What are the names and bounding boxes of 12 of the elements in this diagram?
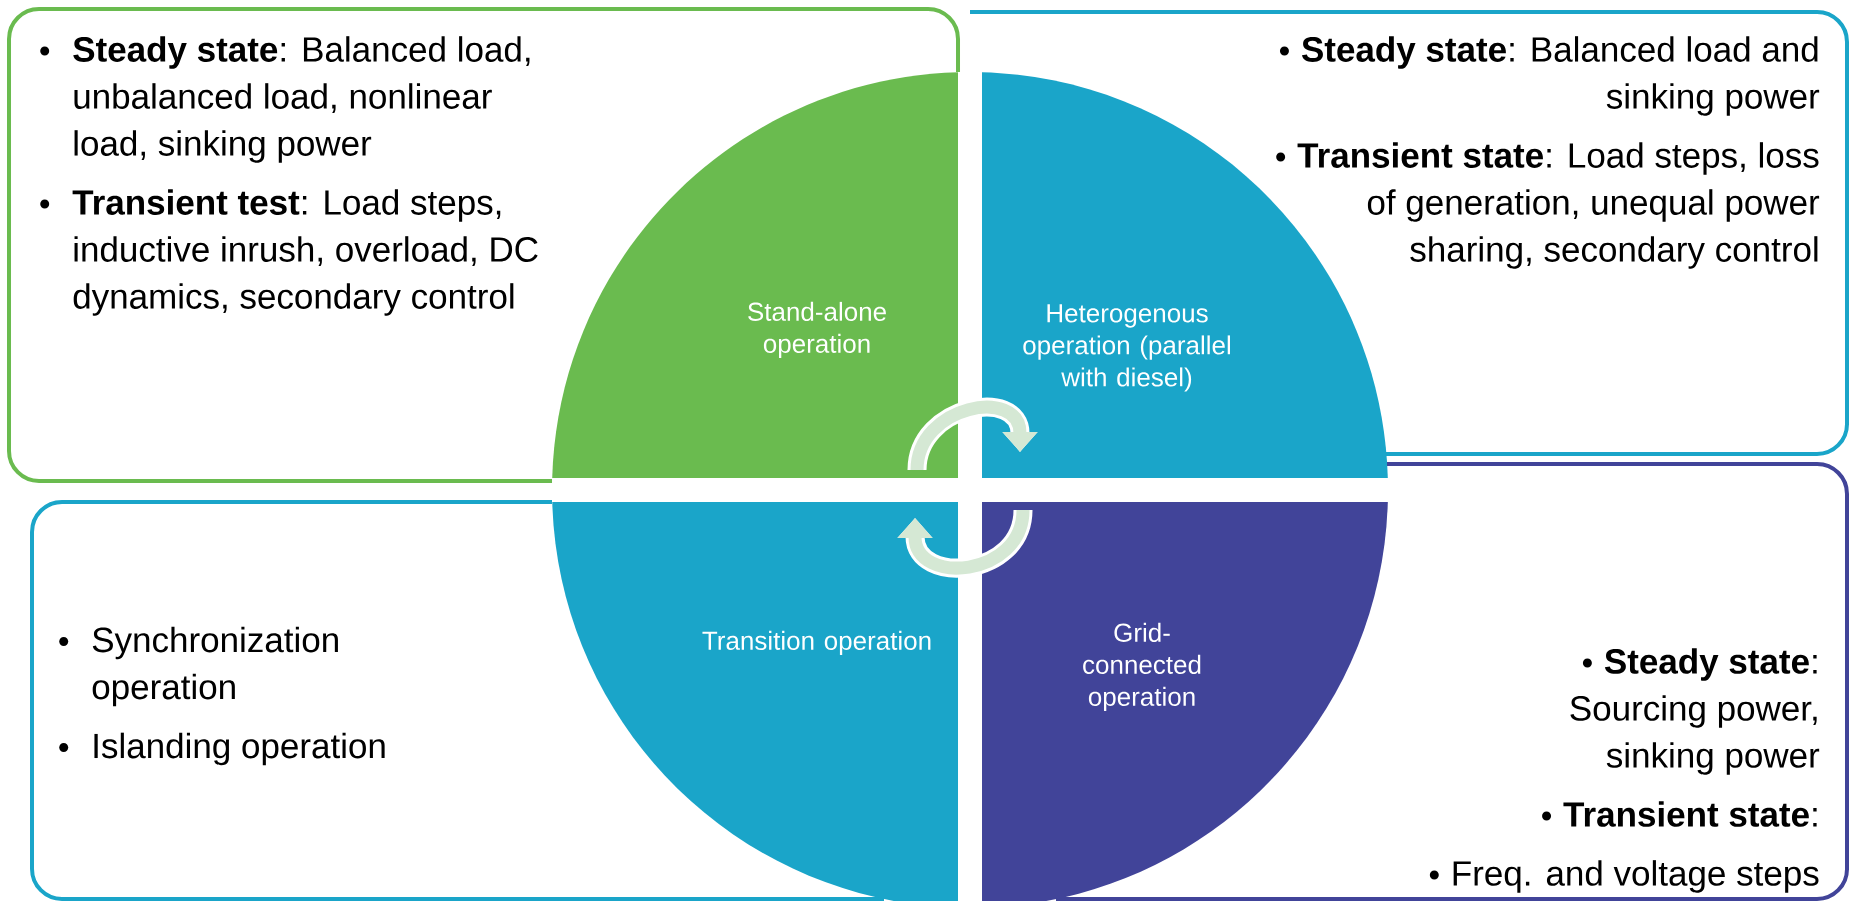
node-label: Transient state:: [1563, 801, 1817, 827]
cycle-arrow: [907, 397, 1038, 472]
node-label: Synchronization operation: [92, 626, 338, 707]
node-label: Transient test: Load steps, inductive inrush, overload, DC dynamics, secondary control: [72, 189, 538, 316]
cycle-arrow: [897, 508, 1033, 578]
quadrant-segment: Stand-alone operation: [552, 72, 958, 478]
node-label: Islanding operation: [94, 732, 385, 766]
node-label: Steady state: Balanced load, unbalanced load, nonlinear load, sinking power: [73, 36, 530, 163]
quadrant-segment: Transition operation: [552, 502, 958, 901]
node-label: Freq. and voltage steps: [1453, 860, 1819, 893]
quadrant-segment: Grid-connected operation: [982, 501, 1388, 901]
node-label: Steady state: Sourcing power, sinking power: [1570, 648, 1820, 775]
